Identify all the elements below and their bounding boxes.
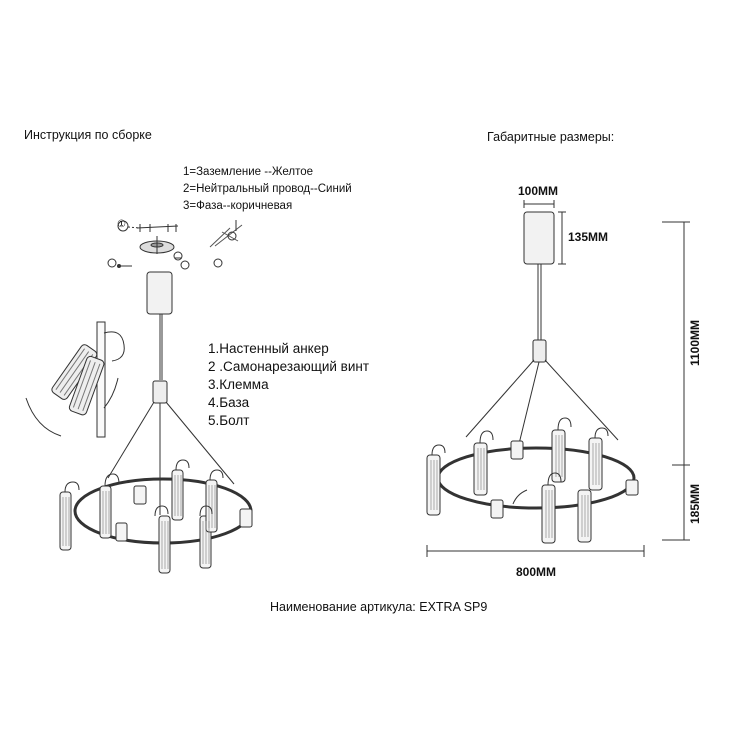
part-base: 4.База xyxy=(208,395,250,410)
ceiling-mount-group xyxy=(117,220,243,268)
wiring-legend: 1=Заземление --Желтое 2=Нейтральный пров… xyxy=(183,164,352,215)
article-name: Наименование артикула: EXTRA SP9 xyxy=(270,600,488,614)
dim-width: 800MM xyxy=(516,565,557,579)
dim-total-height: 1100MM xyxy=(688,319,702,366)
part-wall-anchor: 1.Настенный анкер xyxy=(208,341,329,356)
callout-1: ① xyxy=(117,219,126,230)
rotation-detail xyxy=(25,321,125,438)
part-self-tapping-screw: 2 .Самонарезающий винт xyxy=(208,359,370,374)
dimensions-title: Габаритные размеры: xyxy=(487,130,615,144)
parts-list: 1.Настенный анкер 2 .Самонарезающий винт… xyxy=(208,340,369,430)
canopy-right xyxy=(523,211,555,265)
part-bolt: 5.Болт xyxy=(208,413,250,428)
callout-markers xyxy=(107,220,223,270)
dim-canopy-width: 100MM xyxy=(518,184,559,198)
dim-canopy-height: 135MM xyxy=(568,230,609,244)
part-terminal: 3.Клемма xyxy=(208,377,269,392)
wiring-line-neutral: 2=Нейтральный провод--Синий xyxy=(183,183,352,195)
wiring-line-phase: 3=Фаза--коричневая xyxy=(183,200,293,212)
ring-frame-right xyxy=(436,446,636,510)
wiring-line-ground: 1=Заземление --Желтое xyxy=(183,166,314,178)
dim-body-height: 185MM xyxy=(688,483,702,524)
assembly-title: Инструкция по сборке xyxy=(24,128,152,142)
